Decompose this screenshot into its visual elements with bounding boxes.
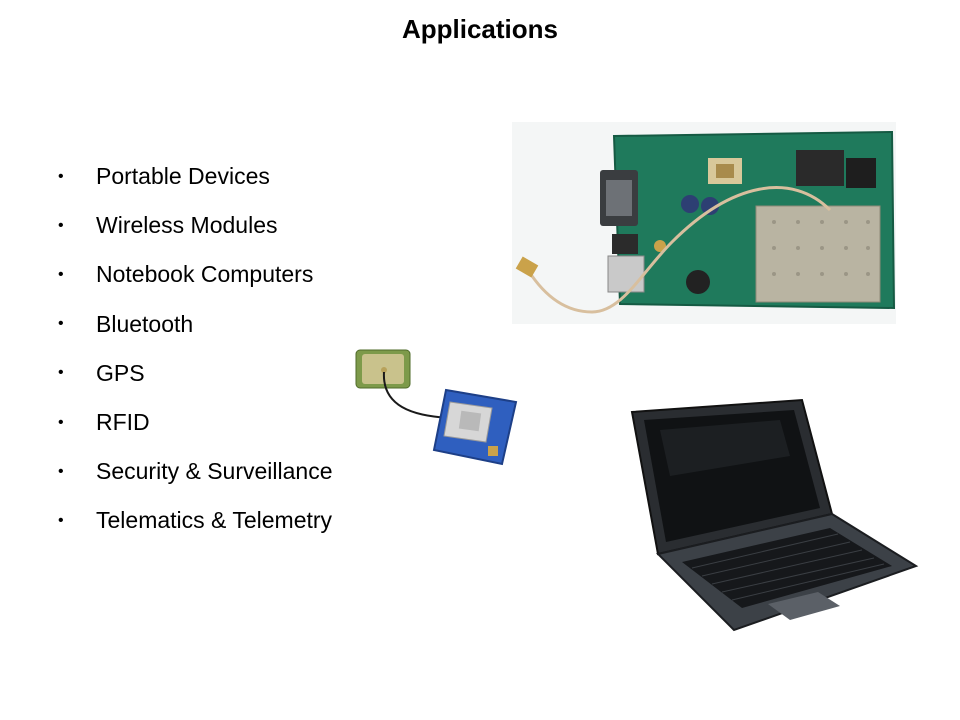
list-item: • Notebook Computers bbox=[56, 250, 333, 299]
bullet-icon: • bbox=[58, 413, 64, 431]
list-item: • Telematics & Telemetry bbox=[56, 496, 333, 545]
list-item: • Wireless Modules bbox=[56, 201, 333, 250]
list-item: • Portable Devices bbox=[56, 152, 333, 201]
bullet-icon: • bbox=[58, 216, 64, 234]
bullet-text: RFID bbox=[96, 409, 150, 436]
bullet-text: Bluetooth bbox=[96, 310, 194, 337]
list-item: • GPS bbox=[56, 349, 333, 398]
list-item: • Security & Surveillance bbox=[56, 447, 333, 496]
bullet-text: Wireless Modules bbox=[96, 212, 278, 239]
bullet-icon: • bbox=[58, 511, 64, 529]
bullet-icon: • bbox=[58, 315, 64, 333]
list-item: • RFID bbox=[56, 398, 333, 447]
bullet-icon: • bbox=[58, 167, 64, 185]
slide-title: Applications bbox=[401, 14, 558, 44]
bullet-icon: • bbox=[58, 462, 64, 480]
bullet-list: • Portable Devices • Wireless Modules • Not… bbox=[56, 152, 333, 546]
bullet-text: Security & Surveillance bbox=[96, 458, 333, 485]
laptop-image bbox=[630, 398, 919, 632]
list-item: • Bluetooth bbox=[56, 300, 333, 349]
bullet-icon: • bbox=[58, 265, 64, 283]
router-board-image bbox=[512, 122, 896, 324]
bullet-text: Portable Devices bbox=[96, 163, 270, 190]
bullet-icon: • bbox=[58, 364, 64, 382]
bullet-text: GPS bbox=[96, 359, 145, 386]
bullet-text: Telematics & Telemetry bbox=[96, 507, 333, 534]
wireless-module-image bbox=[355, 349, 518, 466]
bullet-text: Notebook Computers bbox=[96, 261, 314, 288]
